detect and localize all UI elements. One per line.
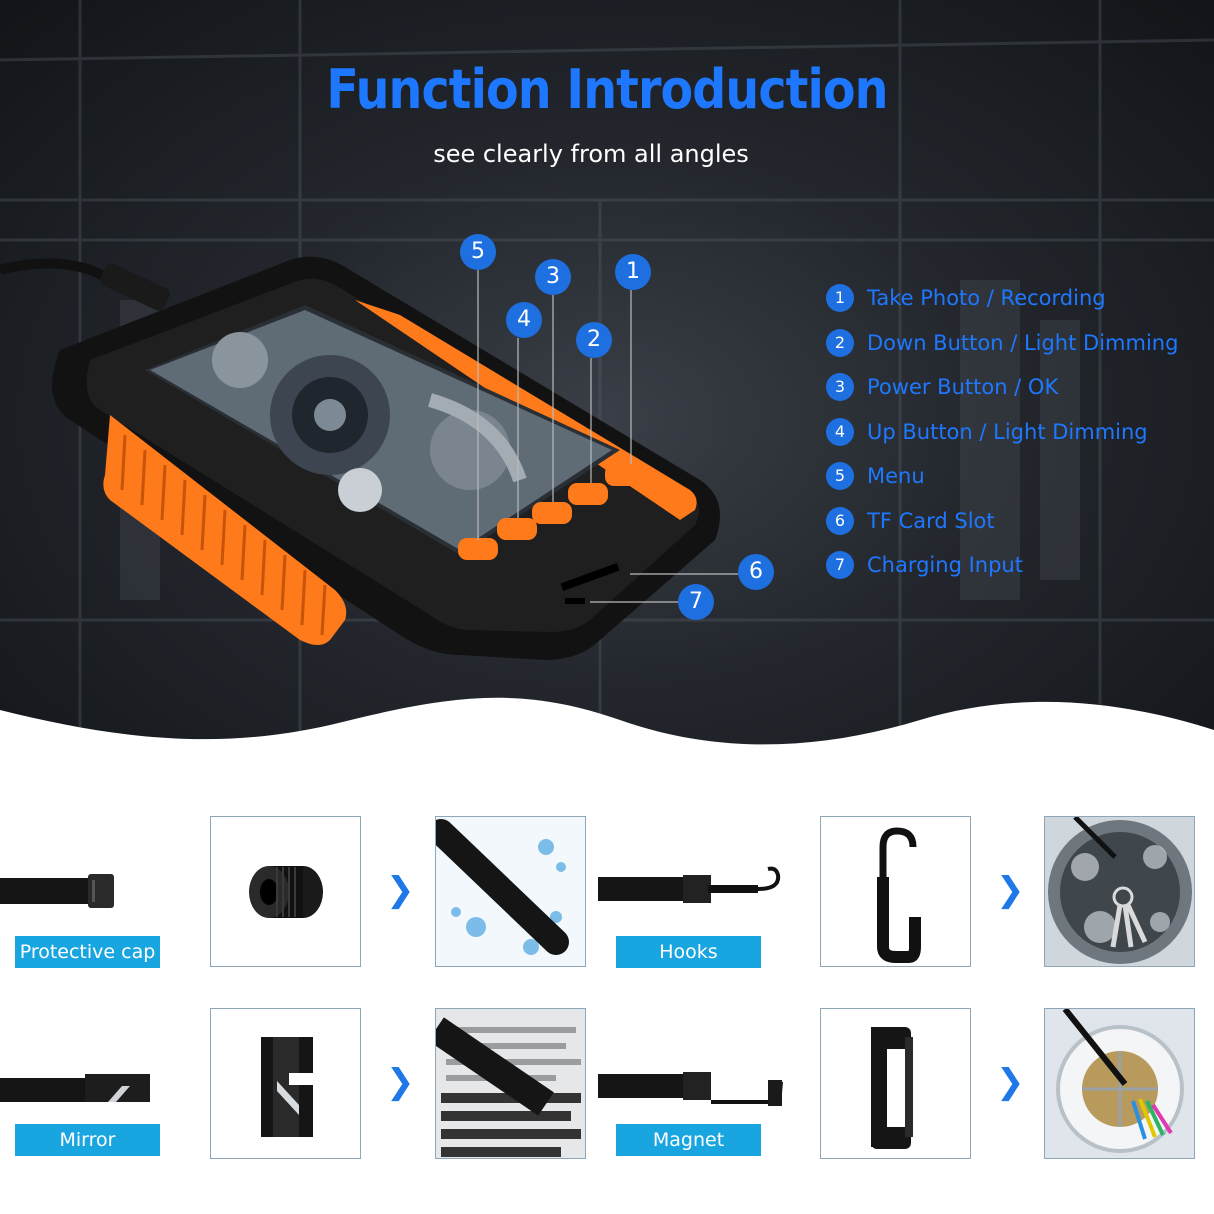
hooks-label: Hooks: [616, 936, 761, 968]
hook-retrieval-image-tile: [1044, 816, 1195, 967]
legend-number: 5: [826, 462, 854, 491]
magnet-label: Magnet: [616, 1124, 761, 1156]
legend-item: 4 Up Button / Light Dimming: [826, 410, 1178, 455]
borescope-device: [0, 256, 738, 660]
device-badge-4: 4: [506, 302, 542, 338]
legend-item: 2 Down Button / Light Dimming: [826, 321, 1178, 366]
probe-in-water-image: [436, 817, 585, 966]
waterproof-image-tile: [435, 816, 586, 967]
keys-in-drain-image: [1045, 817, 1194, 966]
protective-cap-probe-image: [0, 874, 114, 908]
arrow-right-icon: ❯: [386, 870, 415, 910]
legend-label: Take Photo / Recording: [867, 286, 1106, 311]
device-badge-7: 7: [678, 584, 714, 620]
device-badge-1: 1: [615, 254, 651, 290]
legend-number: 7: [826, 551, 854, 580]
protective-cap-tile: [210, 816, 361, 967]
device-badge-3: 3: [535, 259, 571, 295]
legend-number: 6: [826, 506, 854, 535]
legend-label: Up Button / Light Dimming: [867, 419, 1148, 444]
device-badge-5: 5: [460, 234, 496, 270]
page-title: Function Introduction: [326, 58, 888, 121]
mirror-over-text-image: [436, 1009, 585, 1158]
magnet-tile: [820, 1008, 971, 1159]
magnet-retrieval-image-tile: [1044, 1008, 1195, 1159]
mirror-tile: [210, 1008, 361, 1159]
legend-label: Charging Input: [867, 553, 1023, 578]
page-subtitle: see clearly from all angles: [433, 140, 749, 168]
mirror-attachment-image: [261, 1037, 313, 1137]
arrow-right-icon: ❯: [386, 1062, 415, 1102]
legend-label: Menu: [867, 464, 925, 489]
legend-item: 3 Power Button / OK: [826, 365, 1178, 410]
hero-section: Function Introduction see clearly from a…: [0, 0, 1214, 760]
legend-label: Power Button / OK: [867, 375, 1059, 400]
legend-item: 1 Take Photo / Recording: [826, 276, 1178, 321]
mirror-usage-image-tile: [435, 1008, 586, 1159]
magnet-attachment-image: [871, 1027, 913, 1149]
device-badge-2: 2: [576, 322, 612, 358]
wave-divider: [0, 697, 1214, 780]
legend-number: 2: [826, 328, 854, 357]
hooks-tile: [820, 816, 971, 967]
arrow-right-icon: ❯: [996, 1062, 1025, 1102]
legend-number: 3: [826, 373, 854, 402]
function-legend: 1 Take Photo / Recording 2 Down Button / L…: [826, 276, 1178, 588]
legend-item: 7 Charging Input: [826, 543, 1178, 588]
paperclips-in-drain-image: [1045, 1009, 1194, 1158]
legend-number: 4: [826, 417, 854, 446]
legend-label: TF Card Slot: [867, 508, 995, 533]
legend-number: 1: [826, 284, 854, 313]
mirror-label: Mirror: [15, 1124, 160, 1156]
mirror-probe-image: [0, 1074, 150, 1102]
arrow-right-icon: ❯: [996, 870, 1025, 910]
protective-cap-label: Protective cap: [15, 936, 160, 968]
hooks-probe-image: [598, 866, 781, 903]
threaded-cap-image: [249, 866, 323, 918]
device-badge-6: 6: [738, 554, 774, 590]
hook-attachment-image: [877, 827, 921, 963]
legend-item: 5 Menu: [826, 454, 1178, 499]
legend-item: 6 TF Card Slot: [826, 499, 1178, 544]
legend-label: Down Button / Light Dimming: [867, 330, 1179, 355]
magnet-probe-image: [598, 1072, 783, 1106]
